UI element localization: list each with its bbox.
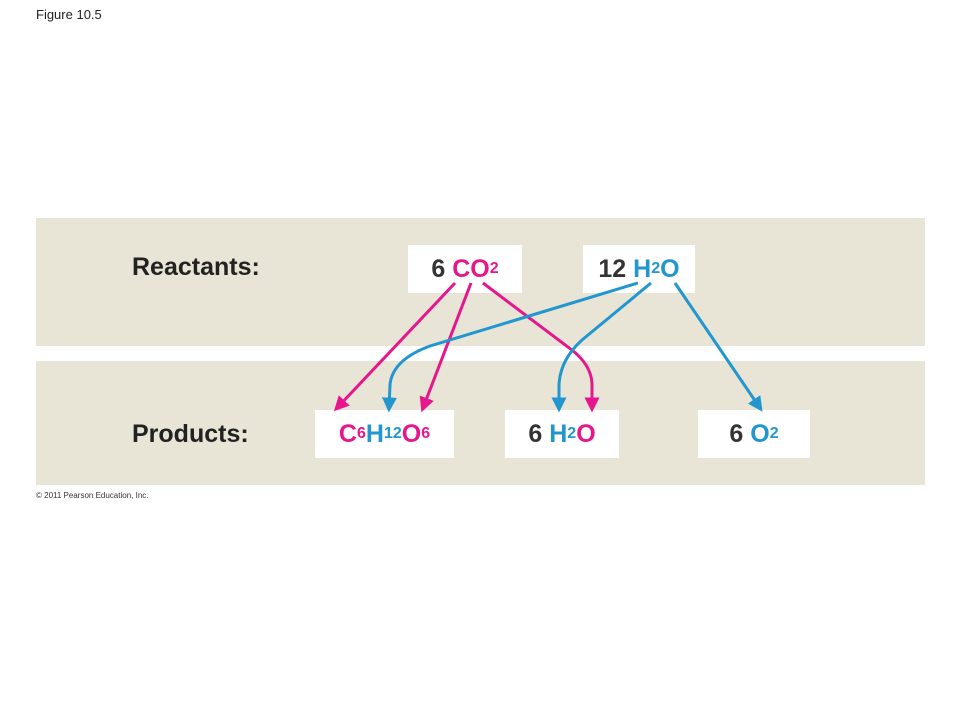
figure-label: Figure 10.5 bbox=[36, 7, 102, 22]
glucose-carbon: C bbox=[338, 419, 357, 448]
co2-carbon: C bbox=[452, 254, 471, 283]
product-h2o-oxygen: O bbox=[576, 419, 596, 448]
h2o-hydrogen: H bbox=[633, 254, 652, 283]
co2-oxygen: O bbox=[470, 254, 490, 283]
o2-oxygen: O bbox=[750, 419, 770, 448]
copyright-notice: © 2011 Pearson Education, Inc. bbox=[36, 491, 149, 500]
reactants-label: Reactants: bbox=[132, 253, 260, 281]
h2o-oxygen: O bbox=[660, 254, 680, 283]
products-label: Products: bbox=[132, 420, 249, 448]
product-h2o-coefficient: 6 bbox=[528, 419, 543, 448]
co2-coefficient: 6 bbox=[431, 254, 446, 283]
h2o-coefficient: 12 bbox=[598, 254, 627, 283]
o2-coefficient: 6 bbox=[729, 419, 744, 448]
product-h2o-hydrogen: H bbox=[549, 419, 568, 448]
glucose-hydrogen: H bbox=[365, 419, 384, 448]
glucose-oxygen: O bbox=[401, 419, 422, 448]
